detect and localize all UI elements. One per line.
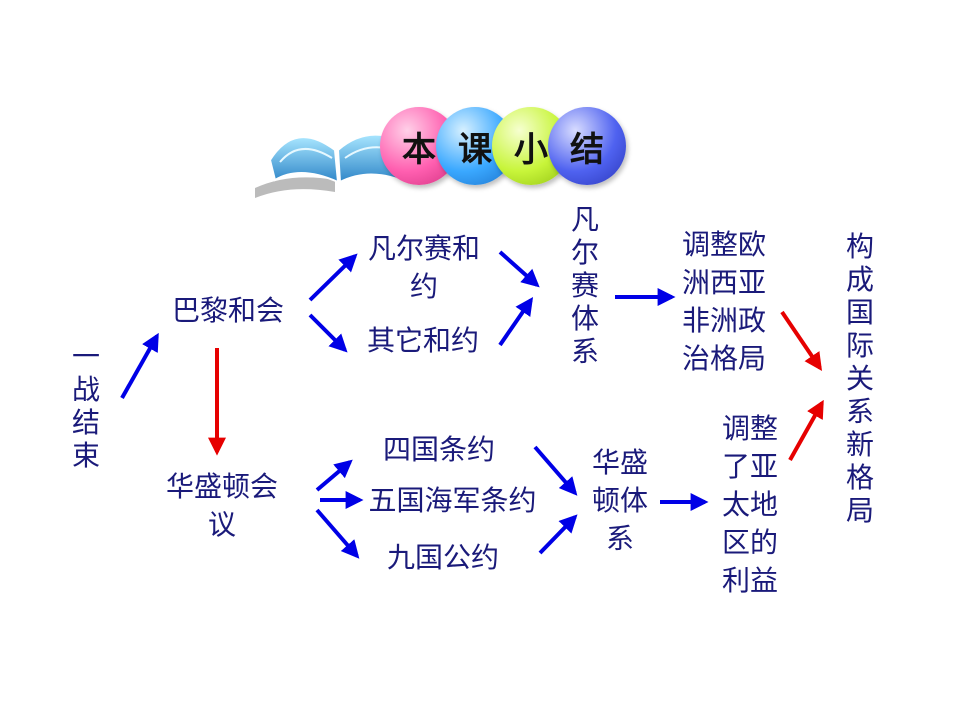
arrow-asia-to-new-pattern: [788, 399, 824, 461]
arrow-washington-to-four-power: [315, 459, 353, 492]
node-nine-power-treaty: 九国公约: [386, 541, 499, 574]
node-washington-conference: 华盛顿会 议: [165, 470, 278, 541]
banner-char-2: 课: [458, 129, 492, 170]
node-end-of-war: 一 战 结 束: [71, 340, 100, 472]
node-five-power-naval-treaty: 五国海军条约: [368, 484, 537, 517]
node-adjust-asia-pacific: 调整 了亚 太地 区的 利益: [721, 412, 778, 597]
arrow-paris-to-versailles-treaty: [308, 253, 358, 302]
arrow-four-power-to-system: [533, 445, 578, 496]
node-versailles-treaty: 凡尔赛和 约: [367, 232, 480, 303]
node-new-international-pattern: 构 成 国 际 关 系 新 格 局: [845, 230, 874, 527]
arrow-paris-to-other-treaties: [308, 313, 348, 353]
node-four-power-treaty: 四国条约: [382, 433, 495, 466]
banner-ball-4: 结: [548, 107, 626, 185]
arrow-versailles-treaty-to-system: [498, 250, 540, 288]
arrow-end-war-to-paris: [120, 332, 159, 399]
node-paris-conference: 巴黎和会: [171, 294, 284, 327]
arrow-europe-to-new-pattern: [780, 310, 823, 371]
arrow-nine-power-to-system: [538, 514, 578, 555]
node-other-treaties: 其它和约: [366, 324, 479, 357]
banner-char-3: 小: [514, 129, 548, 170]
arrow-other-treaties-to-system: [498, 297, 534, 347]
arrow-washington-to-nine-power: [315, 508, 360, 559]
node-versailles-system: 凡 尔 赛 体 系: [570, 203, 599, 368]
node-washington-system: 华盛 顿体 系: [591, 446, 648, 555]
banner-char-4: 结: [570, 129, 604, 170]
banner-char-1: 本: [402, 129, 436, 170]
node-adjust-europe: 调整欧 洲西亚 非洲政 治格局: [681, 228, 766, 375]
